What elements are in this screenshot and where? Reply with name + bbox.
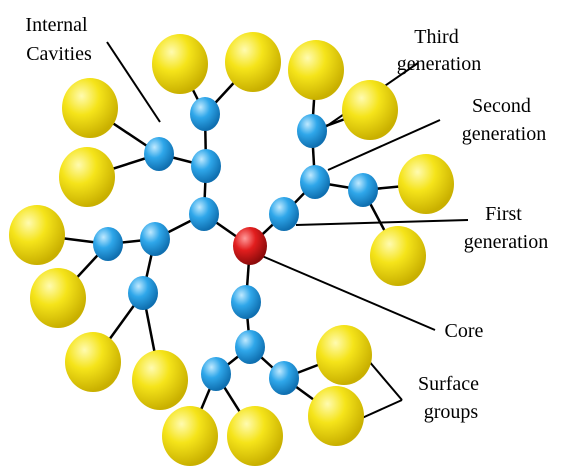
- label-surface-groups: Surface groups: [418, 373, 484, 423]
- branch-sphere: [189, 197, 219, 231]
- branch-sphere: [140, 222, 170, 256]
- label-first-generation: First generation: [464, 203, 548, 253]
- label-core: Core: [445, 320, 484, 342]
- surface-group-sphere: [370, 226, 426, 286]
- surface-group-sphere: [132, 350, 188, 410]
- branch-sphere: [297, 114, 327, 148]
- branch-sphere: [231, 285, 261, 319]
- label-pointer-line: [106, 41, 161, 123]
- label-third-generation: Third generation: [397, 26, 481, 75]
- surface-group-sphere: [162, 406, 218, 466]
- branch-sphere: [300, 165, 330, 199]
- branch-sphere: [348, 173, 378, 207]
- branch-sphere: [191, 149, 221, 183]
- surface-group-sphere: [62, 78, 118, 138]
- molecule-spheres: [9, 32, 454, 466]
- surface-group-sphere: [342, 80, 398, 140]
- surface-group-sphere: [59, 147, 115, 207]
- branch-sphere: [269, 197, 299, 231]
- branch-sphere: [201, 357, 231, 391]
- label-pointer-line: [295, 219, 469, 226]
- diagram-labels: Internal Cavities Third generation Secon…: [25, 14, 548, 423]
- branch-sphere: [235, 330, 265, 364]
- surface-group-sphere: [288, 40, 344, 100]
- label-pointer-line: [361, 399, 403, 419]
- branch-sphere: [128, 276, 158, 310]
- surface-group-sphere: [9, 205, 65, 265]
- surface-group-sphere: [316, 325, 372, 385]
- label-internal-cavities: Internal Cavities: [25, 14, 92, 65]
- surface-group-sphere: [308, 386, 364, 446]
- branch-sphere: [269, 361, 299, 395]
- label-pointer-line: [327, 119, 441, 171]
- surface-group-sphere: [225, 32, 281, 92]
- branch-sphere: [144, 137, 174, 171]
- surface-group-sphere: [30, 268, 86, 328]
- surface-group-sphere: [65, 332, 121, 392]
- label-second-generation: Second generation: [462, 95, 546, 145]
- branch-sphere: [190, 97, 220, 131]
- surface-group-sphere: [398, 154, 454, 214]
- label-pointer-line: [367, 359, 403, 401]
- surface-group-sphere: [152, 34, 208, 94]
- surface-group-sphere: [227, 406, 283, 466]
- core-sphere: [233, 227, 267, 265]
- branch-sphere: [93, 227, 123, 261]
- label-pointer-line: [261, 255, 436, 331]
